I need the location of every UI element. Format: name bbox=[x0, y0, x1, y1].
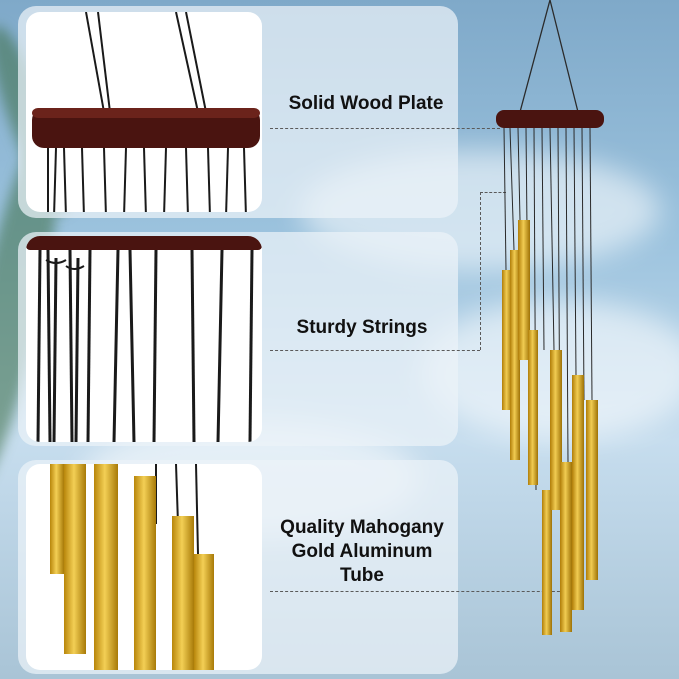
strings-illustration bbox=[26, 236, 262, 442]
caption-tube: Quality Mahogany Gold Aluminum Tube bbox=[268, 516, 456, 587]
wind-chime-product bbox=[496, 0, 604, 635]
tube-photo bbox=[26, 464, 262, 670]
feature-panel-wood-plate: Solid Wood Plate bbox=[18, 6, 458, 218]
feature-panel-strings: Sturdy Strings bbox=[18, 232, 458, 446]
cloud bbox=[420, 300, 679, 440]
strings-photo bbox=[26, 236, 262, 442]
tube-illustration bbox=[50, 464, 214, 670]
leader-line-strings-top bbox=[480, 192, 506, 193]
feature-panel-tube: Quality Mahogany Gold Aluminum Tube bbox=[18, 460, 458, 674]
caption-tube-line-2: Gold Aluminum bbox=[291, 540, 433, 562]
wood-plate-photo bbox=[26, 12, 262, 212]
leader-line-wood-plate bbox=[270, 128, 500, 129]
caption-tube-line-3: Tube bbox=[340, 564, 384, 586]
leader-line-tube bbox=[270, 591, 570, 592]
leader-line-strings bbox=[270, 350, 480, 351]
leader-line-strings-vertical bbox=[480, 192, 481, 350]
caption-solid-wood-plate: Solid Wood Plate bbox=[288, 93, 444, 114]
caption-sturdy-strings: Sturdy Strings bbox=[296, 317, 428, 338]
caption-tube-line-1: Quality Mahogany bbox=[280, 517, 444, 538]
wood-plate-illustration bbox=[32, 12, 260, 212]
